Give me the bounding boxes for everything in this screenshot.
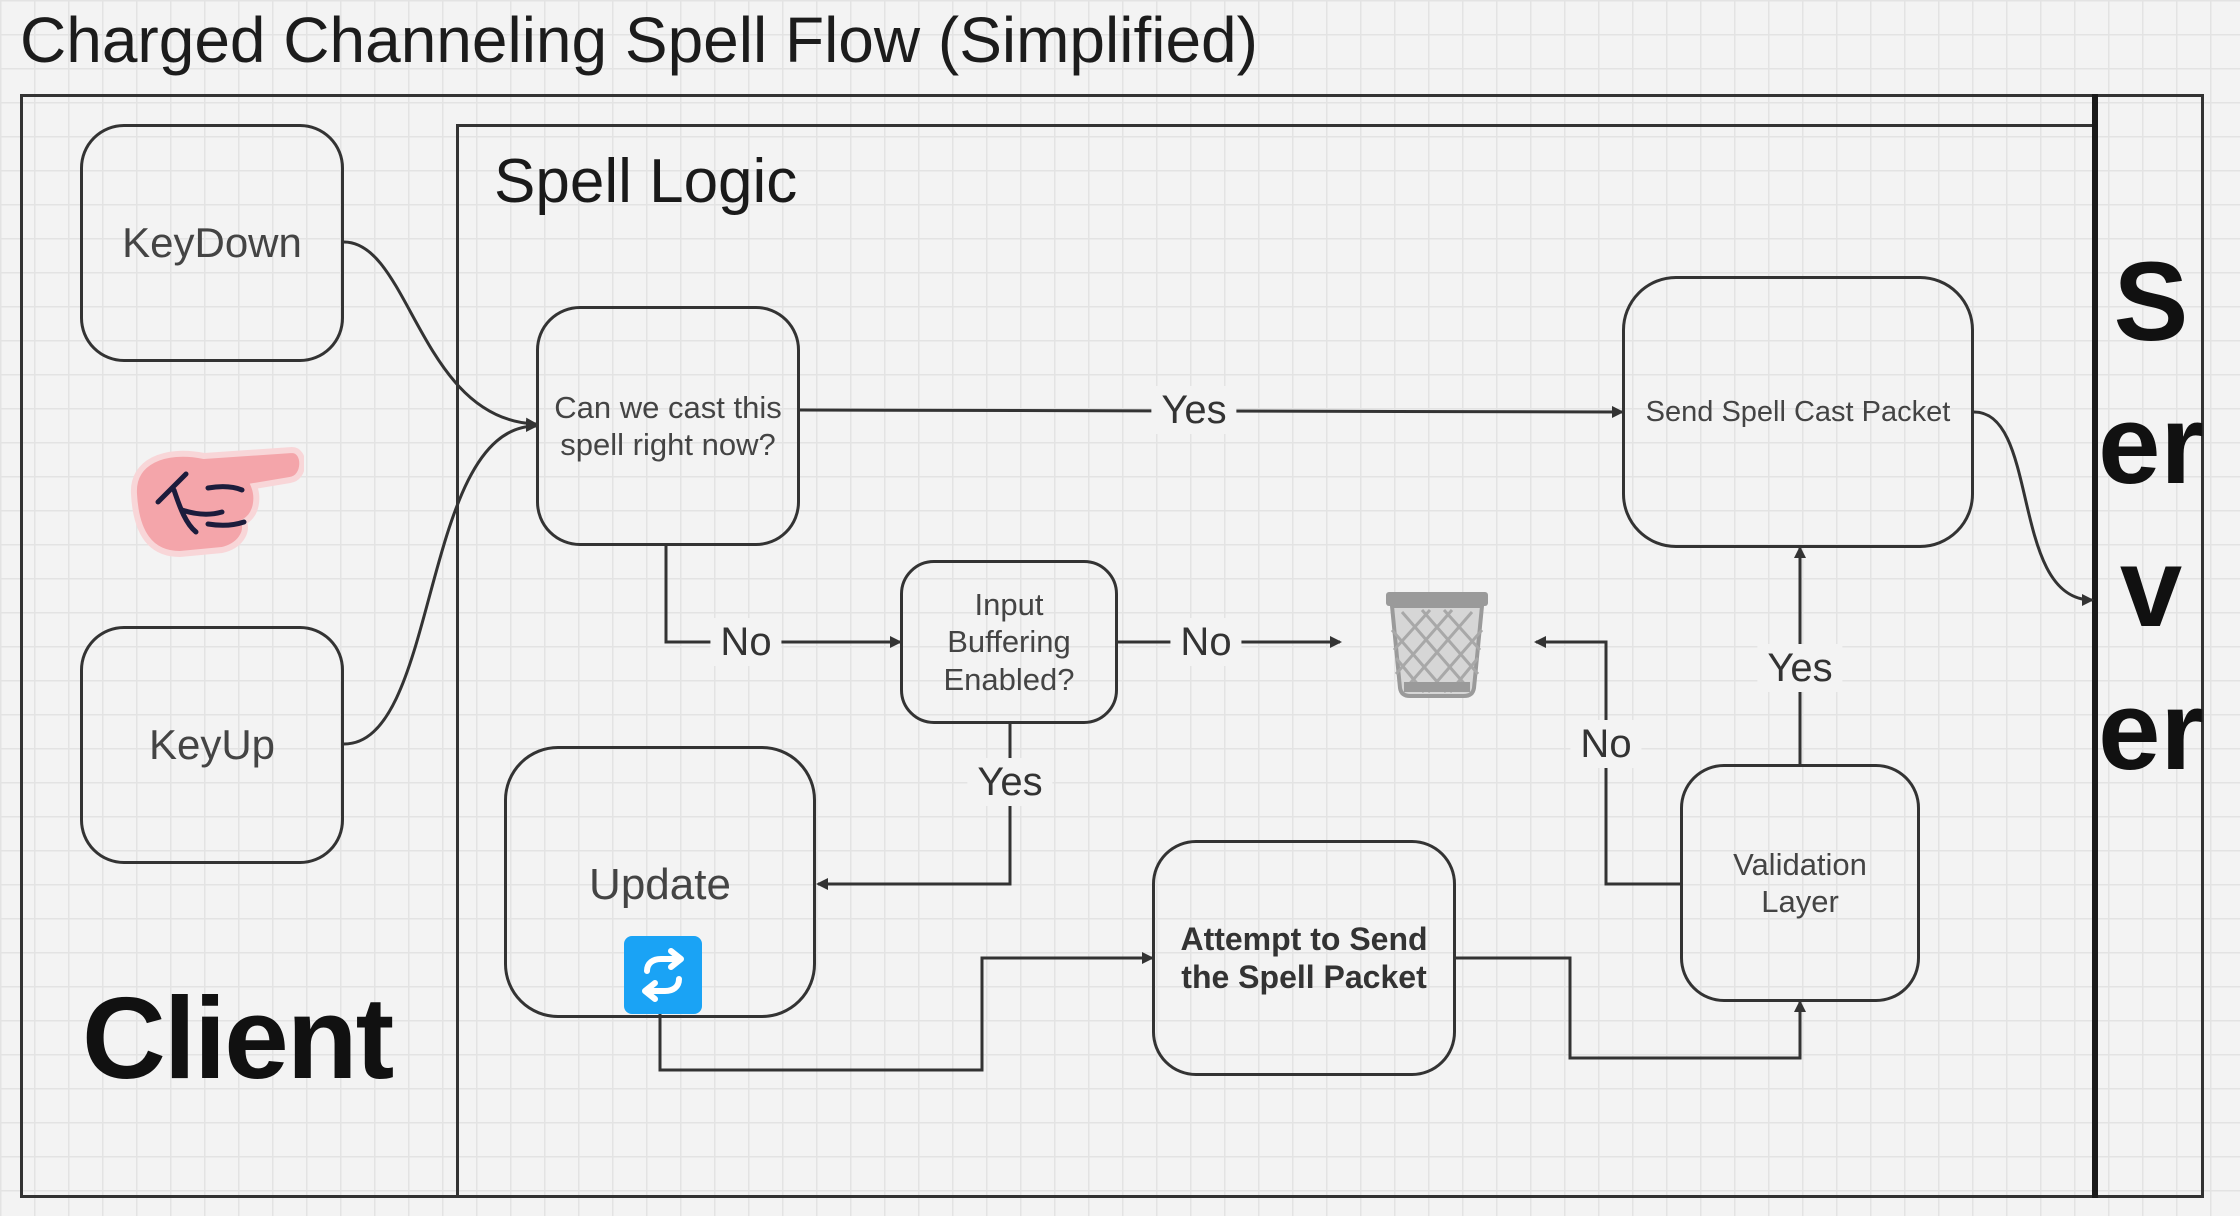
edge-label-validation-yes: Yes	[1757, 644, 1843, 692]
update-node[interactable]: Update	[504, 746, 816, 1018]
edge-label-validation-no: No	[1570, 720, 1642, 768]
edge-attempt-to-validation	[1456, 956, 1806, 1060]
diagram-title: Charged Channeling Spell Flow (Simplifie…	[20, 4, 1258, 76]
input-buffering-label: Input Buffering Enabled?	[943, 587, 1075, 697]
refresh-icon[interactable]	[624, 936, 702, 1014]
can-cast-node[interactable]: Can we cast this spell right now?	[536, 306, 800, 546]
spell-logic-frame	[456, 124, 2096, 1198]
edge-label-buffer-yes: Yes	[967, 758, 1053, 806]
validation-node[interactable]: Validation Layer	[1680, 764, 1920, 1002]
server-label: Server	[2098, 239, 2204, 793]
send-packet-node[interactable]: Send Spell Cast Packet	[1622, 276, 1974, 548]
client-label: Client	[82, 973, 394, 1103]
keydown-label: KeyDown	[122, 218, 302, 266]
keyup-node[interactable]: KeyUp	[80, 626, 344, 864]
validation-label: Validation Layer	[1733, 846, 1867, 919]
attempt-send-node[interactable]: Attempt to Send the Spell Packet	[1152, 840, 1456, 1076]
keydown-node[interactable]: KeyDown	[80, 124, 344, 362]
edge-update-to-attempt	[658, 952, 1154, 1072]
can-cast-label: Can we cast this spell right now?	[554, 389, 782, 462]
server-divider	[2092, 94, 2098, 1198]
spell-logic-label: Spell Logic	[494, 147, 798, 216]
pointing-hand-icon	[124, 436, 306, 566]
attempt-send-label: Attempt to Send the Spell Packet	[1180, 920, 1428, 995]
edge-label-cast-yes: Yes	[1151, 386, 1237, 434]
send-packet-label: Send Spell Cast Packet	[1645, 395, 1951, 428]
edge-send-to-server	[1973, 410, 2094, 606]
edge-keyup-to-cast	[343, 420, 538, 746]
edge-cast-no	[664, 544, 902, 648]
keyup-label: KeyUp	[148, 720, 276, 768]
edge-label-buffer-no: No	[1170, 618, 1242, 666]
edge-keydown-to-cast	[343, 240, 538, 430]
update-label: Update	[589, 860, 731, 909]
edge-label-cast-no: No	[710, 618, 782, 666]
input-buffering-node[interactable]: Input Buffering Enabled?	[900, 560, 1118, 724]
trash-bin-icon	[1384, 588, 1490, 698]
